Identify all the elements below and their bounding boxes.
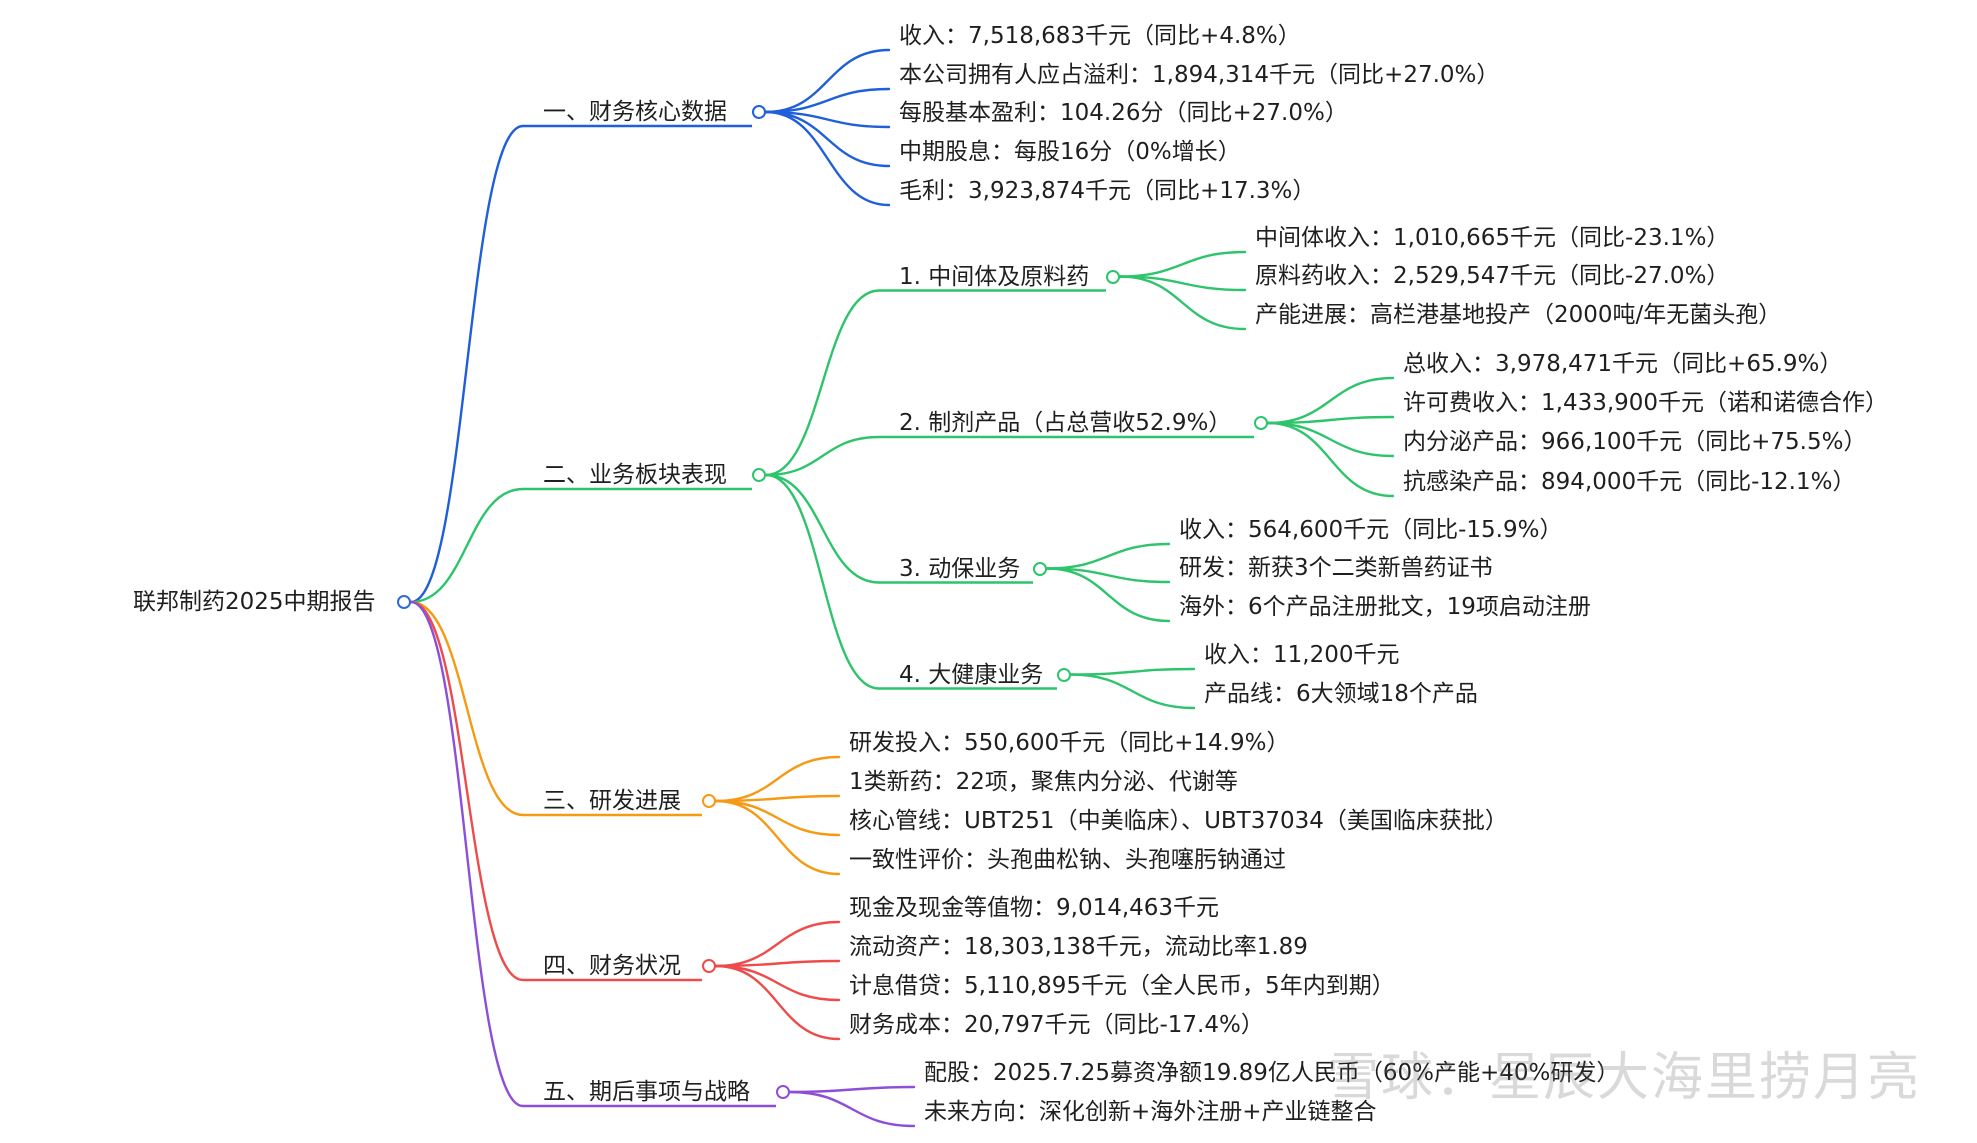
leaf-link xyxy=(714,799,841,876)
segment-2-title[interactable]: 2. 制剂产品（占总营收52.9%） xyxy=(899,410,1232,436)
leaf-item[interactable]: 研发投入：550,600千元（同比+14.9%） xyxy=(849,730,1290,756)
leaf-link xyxy=(1266,421,1395,458)
leaf-item[interactable]: 内分泌产品：966,100千元（同比+75.5%） xyxy=(1403,429,1867,455)
leaf-item[interactable]: 中期股息：每股16分（0%增长） xyxy=(899,139,1241,165)
root-link-2 xyxy=(409,487,525,604)
leaf-item[interactable]: 收入：564,600千元（同比-15.9%） xyxy=(1179,517,1563,543)
branch-2-dot[interactable] xyxy=(752,468,766,482)
sub-link-4 xyxy=(764,473,881,690)
leaf-link xyxy=(1045,567,1171,584)
leaf-link xyxy=(714,964,841,1002)
mindmap-root[interactable]: 联邦制药2025中期报告 xyxy=(133,589,376,615)
leaf-item[interactable]: 核心管线：UBT251（中美临床）、UBT37034（美国临床获批） xyxy=(849,808,1508,834)
branch-1-dot[interactable] xyxy=(752,105,766,119)
leaf-item[interactable]: 总收入：3,978,471千元（同比+65.9%） xyxy=(1403,351,1843,377)
segment-4-title[interactable]: 4. 大健康业务 xyxy=(899,661,1044,688)
root-link-5 xyxy=(409,600,525,1108)
branch-5-title[interactable]: 五、期后事项与战略 xyxy=(543,1079,750,1105)
leaf-item[interactable]: 海外：6个产品注册批文，19项启动注册 xyxy=(1179,594,1591,620)
leaf-link xyxy=(714,920,841,968)
leaf-item[interactable]: 产品线：6大领域18个产品 xyxy=(1204,681,1478,707)
leaf-link xyxy=(1045,567,1171,623)
leaf-item[interactable]: 未来方向：深化创新+海外注册+产业链整合 xyxy=(924,1099,1377,1125)
leaf-link xyxy=(1069,673,1196,710)
leaf-link xyxy=(1069,667,1196,676)
leaf-link xyxy=(764,110,891,168)
leaf-item[interactable]: 1类新药：22项，聚焦内分泌、代谢等 xyxy=(849,769,1238,795)
leaf-item[interactable]: 配股：2025.7.25募资净额19.89亿人民币（60%产能+40%研发） xyxy=(924,1060,1620,1086)
leaf-item[interactable]: 抗感染产品：894,000千元（同比-12.1%） xyxy=(1403,469,1856,495)
leaf-item[interactable]: 毛利：3,923,874千元（同比+17.3%） xyxy=(899,178,1316,204)
segment-3-dot[interactable] xyxy=(1033,561,1047,576)
sub-link-3 xyxy=(764,473,881,584)
watermark-text: 雪球：星辰大海里捞月亮 xyxy=(1326,1048,1921,1108)
leaf-item[interactable]: 计息借贷：5,110,895千元（全人民币，5年内到期） xyxy=(849,973,1395,999)
leaf-link xyxy=(714,755,841,803)
leaf-link xyxy=(764,110,891,129)
leaf-link xyxy=(1045,542,1171,570)
branch-1-title[interactable]: 一、财务核心数据 xyxy=(543,99,727,125)
leaf-item[interactable]: 每股基本盈利：104.26分（同比+27.0%） xyxy=(899,100,1348,126)
leaf-link xyxy=(1266,421,1395,498)
branch-4-title[interactable]: 四、财务状况 xyxy=(543,953,681,979)
leaf-item[interactable]: 一致性评价：头孢曲松钠、头孢噻肟钠通过 xyxy=(849,847,1286,873)
leaf-item[interactable]: 研发：新获3个二类新兽药证书 xyxy=(1179,555,1493,581)
root-expand-dot[interactable] xyxy=(397,595,411,609)
leaf-item[interactable]: 原料药收入：2,529,547千元（同比-27.0%） xyxy=(1255,263,1730,289)
leaf-link xyxy=(1266,376,1395,425)
leaf-item[interactable]: 收入：7,518,683千元（同比+4.8%） xyxy=(899,23,1301,49)
branch-5-dot[interactable] xyxy=(776,1085,790,1099)
segment-1-dot[interactable] xyxy=(1106,269,1120,284)
leaf-link xyxy=(714,959,841,968)
segment-4-dot[interactable] xyxy=(1057,667,1071,682)
leaf-link xyxy=(1266,415,1395,425)
branch-3-title[interactable]: 三、研发进展 xyxy=(543,788,681,814)
root-link-3 xyxy=(409,600,525,817)
segment-3-title[interactable]: 3. 动保业务 xyxy=(899,555,1021,582)
leaf-item[interactable]: 中间体收入：1,010,665千元（同比-23.1%） xyxy=(1255,225,1730,251)
branch-4-dot[interactable] xyxy=(702,959,716,973)
leaf-link xyxy=(788,1085,916,1094)
leaf-link xyxy=(714,964,841,1041)
sub-link-1 xyxy=(764,289,881,477)
leaf-link xyxy=(788,1090,916,1128)
segment-1-title[interactable]: 1. 中间体及原料药 xyxy=(899,263,1090,290)
branch-3-dot[interactable] xyxy=(702,794,716,808)
leaf-item[interactable]: 现金及现金等值物：9,014,463千元 xyxy=(849,895,1220,921)
branch-2-title[interactable]: 二、业务板块表现 xyxy=(543,462,727,488)
leaf-link xyxy=(714,794,841,803)
leaf-item[interactable]: 许可费收入：1,433,900千元（诺和诺德合作） xyxy=(1403,390,1889,416)
leaf-item[interactable]: 产能进展：高栏港基地投产（2000吨/年无菌头孢） xyxy=(1255,302,1782,328)
leaf-link xyxy=(764,48,891,114)
segment-2-dot[interactable] xyxy=(1254,416,1268,430)
leaf-link xyxy=(1118,275,1247,292)
leaf-item[interactable]: 收入：11,200千元 xyxy=(1204,642,1400,668)
leaf-link xyxy=(1118,250,1247,278)
leaf-item[interactable]: 财务成本：20,797千元（同比-17.4%） xyxy=(849,1012,1264,1038)
sub-link-2 xyxy=(764,435,881,477)
root-link-4 xyxy=(409,600,525,982)
root-link-1 xyxy=(409,124,525,604)
leaf-item[interactable]: 流动资产：18,303,138千元，流动比率1.89 xyxy=(849,934,1308,960)
leaf-link xyxy=(764,110,891,207)
leaf-link xyxy=(714,799,841,837)
leaf-item[interactable]: 本公司拥有人应占溢利：1,894,314千元（同比+27.0%） xyxy=(899,62,1500,88)
leaf-link xyxy=(764,87,891,114)
leaf-link xyxy=(1118,275,1247,331)
